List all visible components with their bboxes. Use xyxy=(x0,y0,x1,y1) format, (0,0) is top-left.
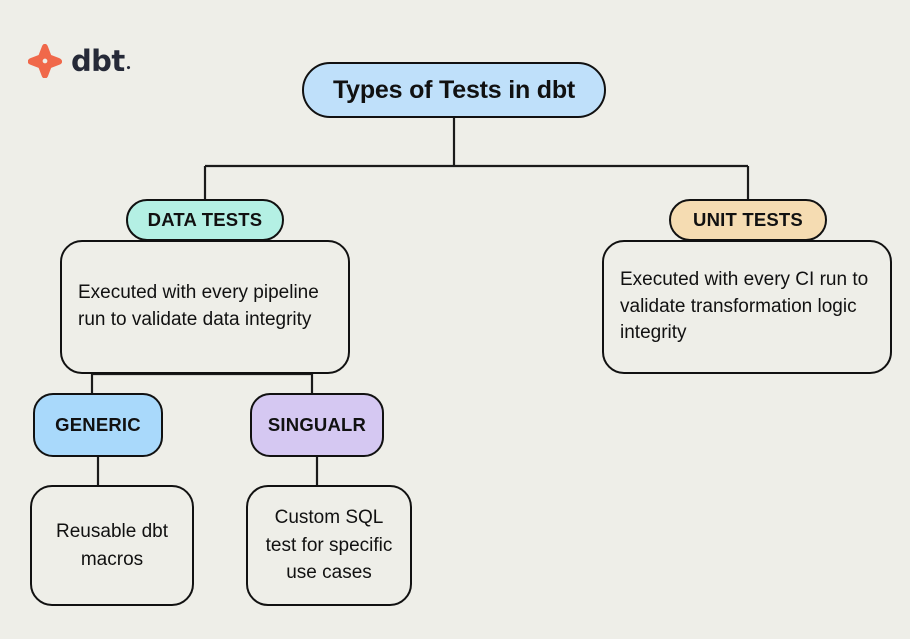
dbt-x-logo-icon xyxy=(28,44,62,78)
dbt-wordmark-text: dbt xyxy=(71,43,125,78)
node-unit-tests[interactable]: UNIT TESTS xyxy=(669,199,827,241)
data-tests-description-text: Executed with every pipeline run to vali… xyxy=(78,282,319,330)
node-singular[interactable]: SINGUALR xyxy=(250,393,384,457)
dbt-wordmark: dbt• xyxy=(71,43,132,78)
trademark-mark: • xyxy=(125,63,132,74)
node-root-title[interactable]: Types of Tests in dbt xyxy=(302,62,606,118)
node-data-tests[interactable]: DATA TESTS xyxy=(126,199,284,241)
singular-description-text: Custom SQL test for specific use cases xyxy=(265,507,393,584)
dbt-logo: dbt• xyxy=(28,43,132,78)
generic-description-text: Reusable dbt macros xyxy=(56,520,168,570)
node-generic-description: Reusable dbt macros xyxy=(30,485,194,606)
node-singular-description: Custom SQL test for specific use cases xyxy=(246,485,412,606)
node-unit-tests-description: Executed with every CI run to validate t… xyxy=(602,240,892,374)
unit-tests-description-text: Executed with every CI run to validate t… xyxy=(620,268,869,344)
node-data-tests-description: Executed with every pipeline run to vali… xyxy=(60,240,350,374)
node-generic[interactable]: GENERIC xyxy=(33,393,163,457)
